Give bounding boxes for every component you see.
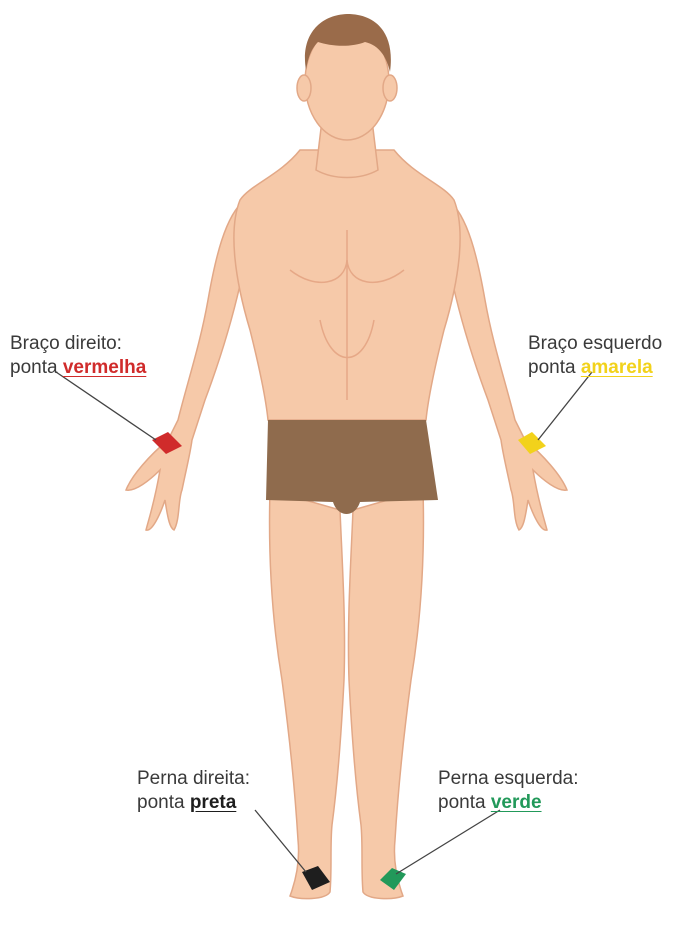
tip-prefix: ponta	[10, 357, 63, 378]
red-electrode-clip	[56, 372, 182, 454]
tip-prefix: ponta	[528, 357, 581, 378]
color-word-yellow: amarela	[581, 357, 653, 378]
color-word-black: preta	[190, 792, 236, 813]
left-arm-tip: ponta amarela	[528, 356, 662, 380]
color-word-red: vermelha	[63, 357, 146, 378]
left-arm-label: Braço esquerdo ponta amarela	[528, 332, 662, 380]
left-leg-tip: ponta verde	[438, 791, 579, 815]
color-word-green: verde	[491, 792, 542, 813]
right-arm-title: Braço direito:	[10, 332, 146, 356]
green-electrode-clip	[380, 810, 500, 890]
left-arm-title: Braço esquerdo	[528, 332, 662, 356]
right-leg-label: Perna direita: ponta preta	[137, 767, 250, 815]
tip-prefix: ponta	[137, 792, 190, 813]
tip-prefix: ponta	[438, 792, 491, 813]
underwear-shorts	[266, 420, 438, 514]
right-leg-tip: ponta preta	[137, 791, 250, 815]
right-leg-title: Perna direita:	[137, 767, 250, 791]
left-leg-title: Perna esquerda:	[438, 767, 579, 791]
right-arm-label: Braço direito: ponta vermelha	[10, 332, 146, 380]
left-leg-label: Perna esquerda: ponta verde	[438, 767, 579, 815]
yellow-electrode-clip	[518, 372, 592, 454]
right-arm-tip: ponta vermelha	[10, 356, 146, 380]
